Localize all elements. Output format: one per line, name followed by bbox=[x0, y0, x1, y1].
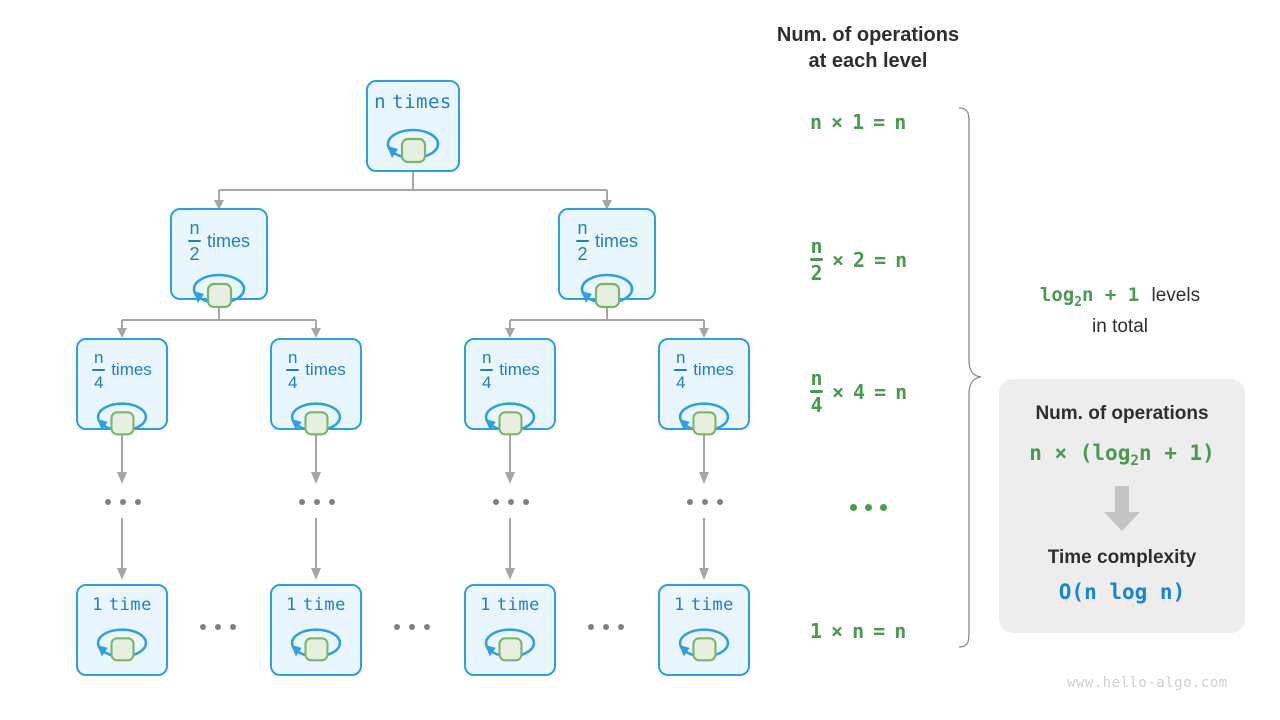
summary-card: Num. of operations n × (log2n + 1) Time … bbox=[999, 379, 1245, 633]
ops-row-4: 1 × n = n bbox=[810, 619, 906, 643]
self-loop-icon bbox=[673, 396, 735, 440]
self-loop-icon bbox=[673, 622, 735, 666]
ops-row-2-result: n bbox=[895, 379, 908, 404]
vertical-ellipsis-2 bbox=[493, 499, 529, 505]
card-ops-heading: Num. of operations bbox=[1035, 403, 1209, 424]
node-unit-label: times bbox=[206, 230, 250, 251]
tree-node-level3-0[interactable]: n 4 times bbox=[76, 338, 168, 435]
node-unit-label: time bbox=[690, 595, 734, 615]
tree-node-level4-0[interactable]: 1 time bbox=[76, 584, 168, 676]
tree-node-level2-1[interactable]: n 2 times bbox=[558, 208, 656, 308]
horizontal-ellipsis-0 bbox=[200, 624, 236, 630]
card-ops-formula: n × (log2n + 1) bbox=[1029, 441, 1215, 470]
vertical-ellipsis-3 bbox=[687, 499, 723, 505]
self-loop-icon bbox=[381, 122, 445, 168]
node-count-fraction: n 2 bbox=[575, 218, 589, 264]
ops-row-0-lhs: n bbox=[810, 110, 823, 134]
tree-node-level3-1[interactable]: n 4 times bbox=[270, 338, 362, 435]
levels-expression: log2n + 1 bbox=[1039, 284, 1140, 310]
self-loop-icon bbox=[479, 396, 541, 440]
self-loop-icon bbox=[91, 622, 153, 666]
ops-row-1-lhs-fraction: n 2 bbox=[810, 234, 823, 285]
ops-row-0-result: n bbox=[894, 110, 907, 134]
ops-row-0: n × 1 = n bbox=[810, 110, 906, 134]
node-count-fraction: n 2 bbox=[187, 218, 201, 264]
node-count-label: 1 bbox=[674, 595, 685, 615]
ops-row-1-result: n bbox=[895, 247, 908, 272]
horizontal-ellipsis-2 bbox=[588, 624, 624, 630]
node-count-label: 1 bbox=[92, 595, 103, 615]
node-unit-label: time bbox=[302, 595, 346, 615]
tree-node-level1-0[interactable]: n times bbox=[366, 80, 460, 172]
node-count-fraction: n 4 bbox=[92, 348, 106, 392]
vertical-ellipsis-0 bbox=[105, 499, 141, 505]
ops-row-4-times: × bbox=[831, 619, 844, 643]
ops-row-2-factor: 4 bbox=[853, 379, 866, 404]
node-count-label: 1 bbox=[480, 595, 491, 615]
node-unit-label: times bbox=[594, 230, 638, 251]
self-loop-icon bbox=[479, 622, 541, 666]
node-unit-label: time bbox=[496, 595, 540, 615]
levels-total-note: log2n + 1 levels in total bbox=[1005, 282, 1235, 340]
ops-row-2-lhs-fraction: n 4 bbox=[810, 366, 823, 417]
levels-brace bbox=[958, 107, 982, 648]
tree-node-level3-2[interactable]: n 4 times bbox=[464, 338, 556, 435]
node-unit-label: time bbox=[108, 595, 152, 615]
tree-node-level4-3[interactable]: 1 time bbox=[658, 584, 750, 676]
ops-row-1-times: × bbox=[832, 247, 845, 272]
ops-row-0-eq: = bbox=[873, 110, 886, 134]
ops-column-title: Num. of operations at each level bbox=[776, 24, 960, 72]
self-loop-icon bbox=[285, 622, 347, 666]
card-complexity-heading: Time complexity bbox=[1047, 547, 1197, 569]
down-arrow-icon bbox=[1101, 486, 1143, 532]
ops-row-0-factor: 1 bbox=[852, 110, 865, 134]
card-complexity-value: O(n log n) bbox=[1058, 580, 1186, 605]
tree-node-level4-2[interactable]: 1 time bbox=[464, 584, 556, 676]
ops-row-1: n 2 × 2 = n bbox=[810, 236, 907, 283]
ops-row-1-factor: 2 bbox=[853, 247, 866, 272]
ops-row-2: n 4 × 4 = n bbox=[810, 368, 907, 415]
ops-row-0-times: × bbox=[831, 110, 844, 134]
node-count-fraction: n 4 bbox=[674, 348, 688, 392]
node-unit-label: times bbox=[305, 360, 346, 380]
levels-label: levels bbox=[1151, 285, 1201, 306]
horizontal-ellipsis-1 bbox=[394, 624, 430, 630]
levels-label-line2: in total bbox=[1092, 315, 1148, 337]
node-unit-label: times bbox=[499, 360, 540, 380]
self-loop-icon bbox=[285, 396, 347, 440]
ops-row-1-eq: = bbox=[874, 247, 887, 272]
ops-row-4-eq: = bbox=[873, 619, 886, 643]
vertical-ellipsis-1 bbox=[299, 499, 335, 505]
node-count-label: n bbox=[374, 91, 387, 113]
watermark: www.hello-algo.com bbox=[1067, 675, 1228, 691]
self-loop-icon bbox=[574, 267, 640, 313]
node-count-label: 1 bbox=[286, 595, 297, 615]
ops-row-4-lhs: 1 bbox=[810, 619, 823, 643]
ops-row-2-eq: = bbox=[874, 379, 887, 404]
ops-row-2-times: × bbox=[832, 379, 845, 404]
node-count-fraction: n 4 bbox=[286, 348, 300, 392]
tree-node-level3-3[interactable]: n 4 times bbox=[658, 338, 750, 435]
node-count-fraction: n 4 bbox=[480, 348, 494, 392]
tree-node-level2-0[interactable]: n 2 times bbox=[170, 208, 268, 308]
ops-row-4-result: n bbox=[894, 619, 907, 643]
tree-node-level4-1[interactable]: 1 time bbox=[270, 584, 362, 676]
ops-row-4-factor: n bbox=[852, 619, 865, 643]
self-loop-icon bbox=[91, 396, 153, 440]
ops-row-3-ellipsis bbox=[850, 504, 887, 511]
node-unit-label: times bbox=[111, 360, 152, 380]
self-loop-icon bbox=[186, 267, 252, 313]
node-unit-label: times bbox=[693, 360, 734, 380]
node-unit-label: times bbox=[392, 91, 452, 113]
